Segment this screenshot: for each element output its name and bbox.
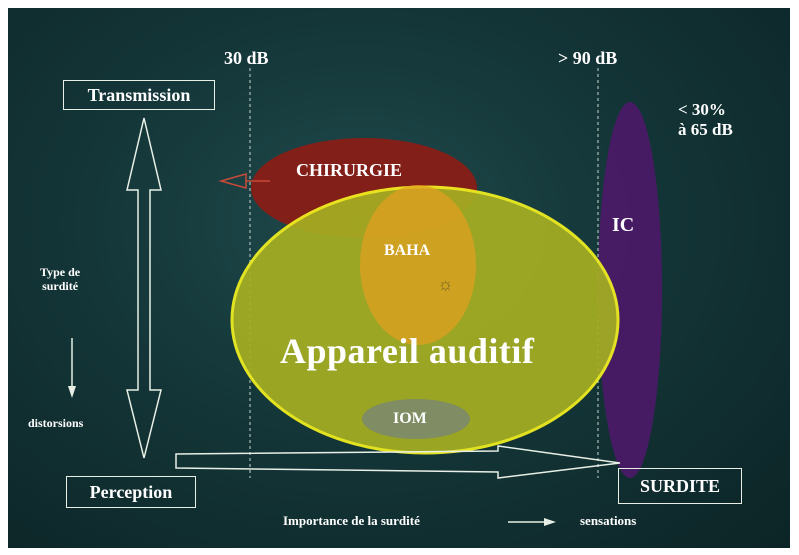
distorsions-label: distorsions xyxy=(28,416,84,430)
type-double-arrow-icon xyxy=(126,117,162,459)
baha-region xyxy=(360,185,476,345)
ic-region xyxy=(598,102,662,478)
transmission-box: Transmission xyxy=(63,80,215,110)
diagram-graphics xyxy=(68,68,662,526)
importance-label: Importance de la surdité xyxy=(283,513,420,528)
baha-label: BAHA xyxy=(384,242,431,259)
diagram-slide: 30 dB > 90 dB < 30% à 65 dB Transmission… xyxy=(8,8,790,548)
threshold-90db-label: > 90 dB xyxy=(558,48,618,68)
chirurgie-label: CHIRURGIE xyxy=(296,160,403,180)
small-down-arrow-icon xyxy=(68,386,76,398)
type-surdite-label: Type de surdité xyxy=(40,265,81,293)
appareil-auditif-label: Appareil auditif xyxy=(280,331,535,371)
perception-box: Perception xyxy=(66,476,196,508)
ic-note: < 30% à 65 dB xyxy=(678,100,733,140)
ic-note-line1: < 30% xyxy=(678,100,726,119)
surdite-box: SURDITE xyxy=(618,468,742,504)
ic-note-line2: à 65 dB xyxy=(678,120,733,139)
iom-label: IOM xyxy=(393,410,427,427)
sensations-label: sensations xyxy=(580,513,637,528)
iom-region xyxy=(362,399,470,439)
small-right-arrow-icon xyxy=(544,518,556,526)
chirurgie-arrow-icon xyxy=(218,173,247,189)
sun-icon: ☼ xyxy=(437,274,454,294)
ic-label: IC xyxy=(612,214,635,236)
threshold-30db-label: 30 dB xyxy=(224,48,269,68)
severity-arrow-icon xyxy=(175,445,621,479)
